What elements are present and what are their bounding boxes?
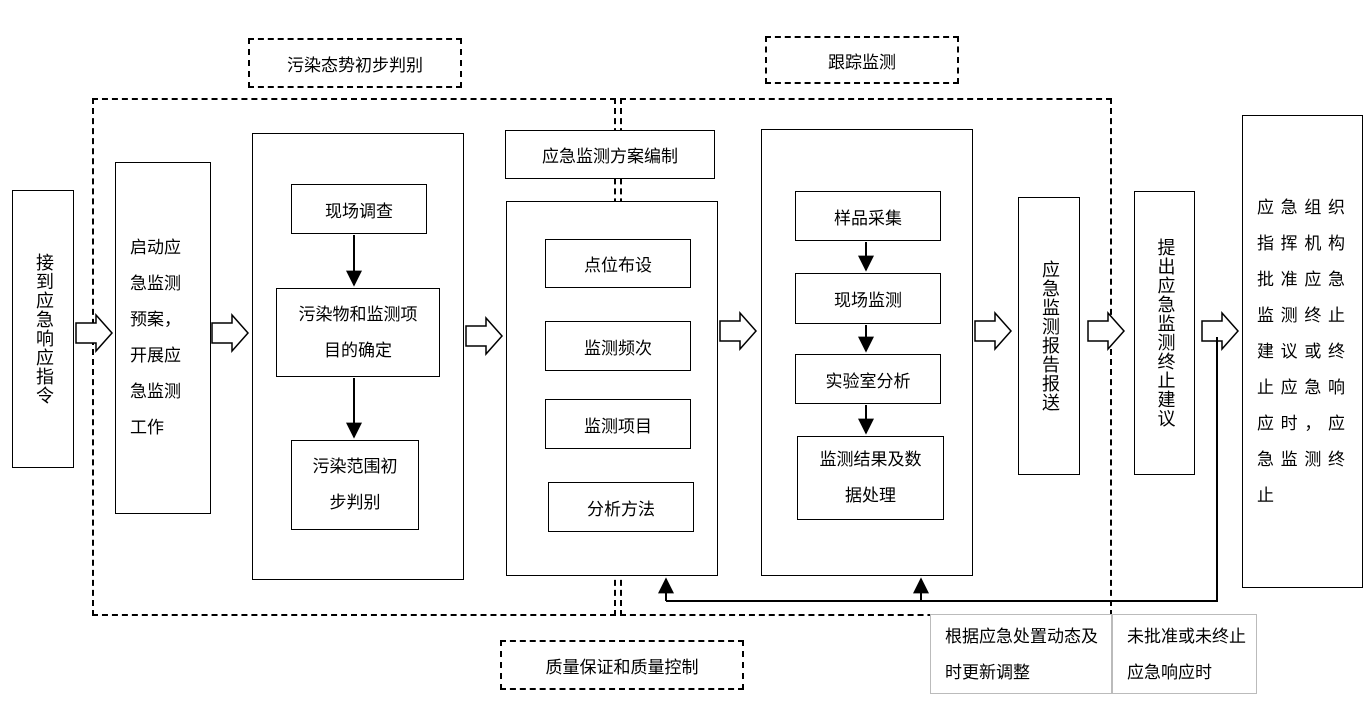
start-plan-box: 启动应急监测预案，开展应急监测工作: [115, 162, 211, 514]
site-survey-box: 现场调查: [291, 184, 427, 234]
section-label-tracking: 跟踪监测: [765, 36, 959, 84]
org-approve-box: 应急组织指挥机构批准应急监测终止建议或终止应急响应时，应急监测终止: [1242, 115, 1363, 588]
block-arrow-6: [1087, 311, 1126, 351]
pollutant-items-box: 污染物和监测项目的确定: [276, 288, 440, 377]
block-arrow-4: [719, 311, 758, 351]
section-label-quality: 质量保证和质量控制: [500, 640, 744, 690]
analysis-method-box: 分析方法: [548, 482, 694, 532]
adjust-note: 根据应急处置动态及时更新调整: [930, 614, 1112, 694]
monitor-frequency-box: 监测频次: [545, 321, 691, 371]
receive-order-box: 接到应急响应指令: [12, 190, 74, 468]
propose-terminate-box: 提出应急监测终止建议: [1134, 191, 1195, 475]
monitor-items-box: 监测项目: [545, 399, 691, 449]
not-approved-note: 未批准或未终止应急响应时: [1112, 614, 1257, 694]
block-arrow-1: [75, 313, 114, 353]
plan-compile-box: 应急监测方案编制: [505, 130, 715, 179]
block-arrow-7: [1201, 311, 1240, 351]
pollution-scope-box: 污染范围初步判别: [291, 440, 419, 530]
report-submit-box: 应急监测报告报送: [1018, 197, 1080, 475]
field-monitor-box: 现场监测: [795, 273, 941, 324]
block-arrow-5: [974, 311, 1013, 351]
sample-collect-box: 样品采集: [795, 191, 941, 241]
block-arrow-3: [465, 316, 504, 356]
block-arrow-2: [211, 313, 250, 353]
org-approve-text: 应急组织指挥机构批准应急监测终止建议或终止应急响应时，应急监测终止: [1257, 197, 1348, 506]
point-layout-box: 点位布设: [545, 239, 691, 288]
section-label-initial-judgement: 污染态势初步判别: [248, 38, 462, 88]
feedback-loop-line: [666, 337, 1218, 602]
result-processing-box: 监测结果及数据处理: [797, 436, 944, 520]
start-plan-text: 启动应急监测预案，开展应急监测工作: [130, 238, 181, 438]
lab-analysis-box: 实验室分析: [795, 354, 941, 404]
